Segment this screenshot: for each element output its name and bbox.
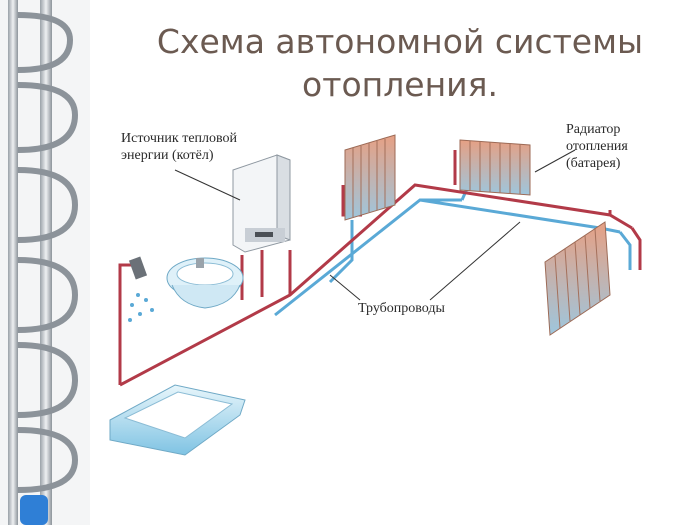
bathtub xyxy=(109,384,246,456)
radiator-middle xyxy=(459,139,531,196)
radiator-label-line-1: Радиатор xyxy=(566,122,621,137)
boiler xyxy=(232,154,291,253)
radiator-label: Радиатор отопления (батарея) xyxy=(566,121,686,172)
radiator-left xyxy=(344,134,396,221)
radiator-label-line-2: отопления xyxy=(566,139,628,154)
boiler-label-line-1: Источник тепловой xyxy=(121,131,238,146)
sink xyxy=(166,257,244,309)
pipes-label: Трубопроводы xyxy=(358,300,478,317)
blue-knob xyxy=(20,495,48,525)
title-line-1: Схема автономной системы xyxy=(156,22,644,61)
leader-lines xyxy=(174,149,576,301)
slide-title: Схема автономной системы отопления. xyxy=(130,20,670,106)
radiator-right xyxy=(544,221,611,336)
shower-head xyxy=(128,256,154,322)
decorative-radiator-strip xyxy=(0,0,90,525)
boiler-label: Источник тепловой энергии (котёл) xyxy=(121,130,296,164)
pipes-label-text: Трубопроводы xyxy=(358,301,445,316)
boiler-label-line-2: энергии (котёл) xyxy=(121,148,214,163)
radiator-label-line-3: (батарея) xyxy=(566,156,621,171)
title-line-2: отопления. xyxy=(302,65,498,104)
